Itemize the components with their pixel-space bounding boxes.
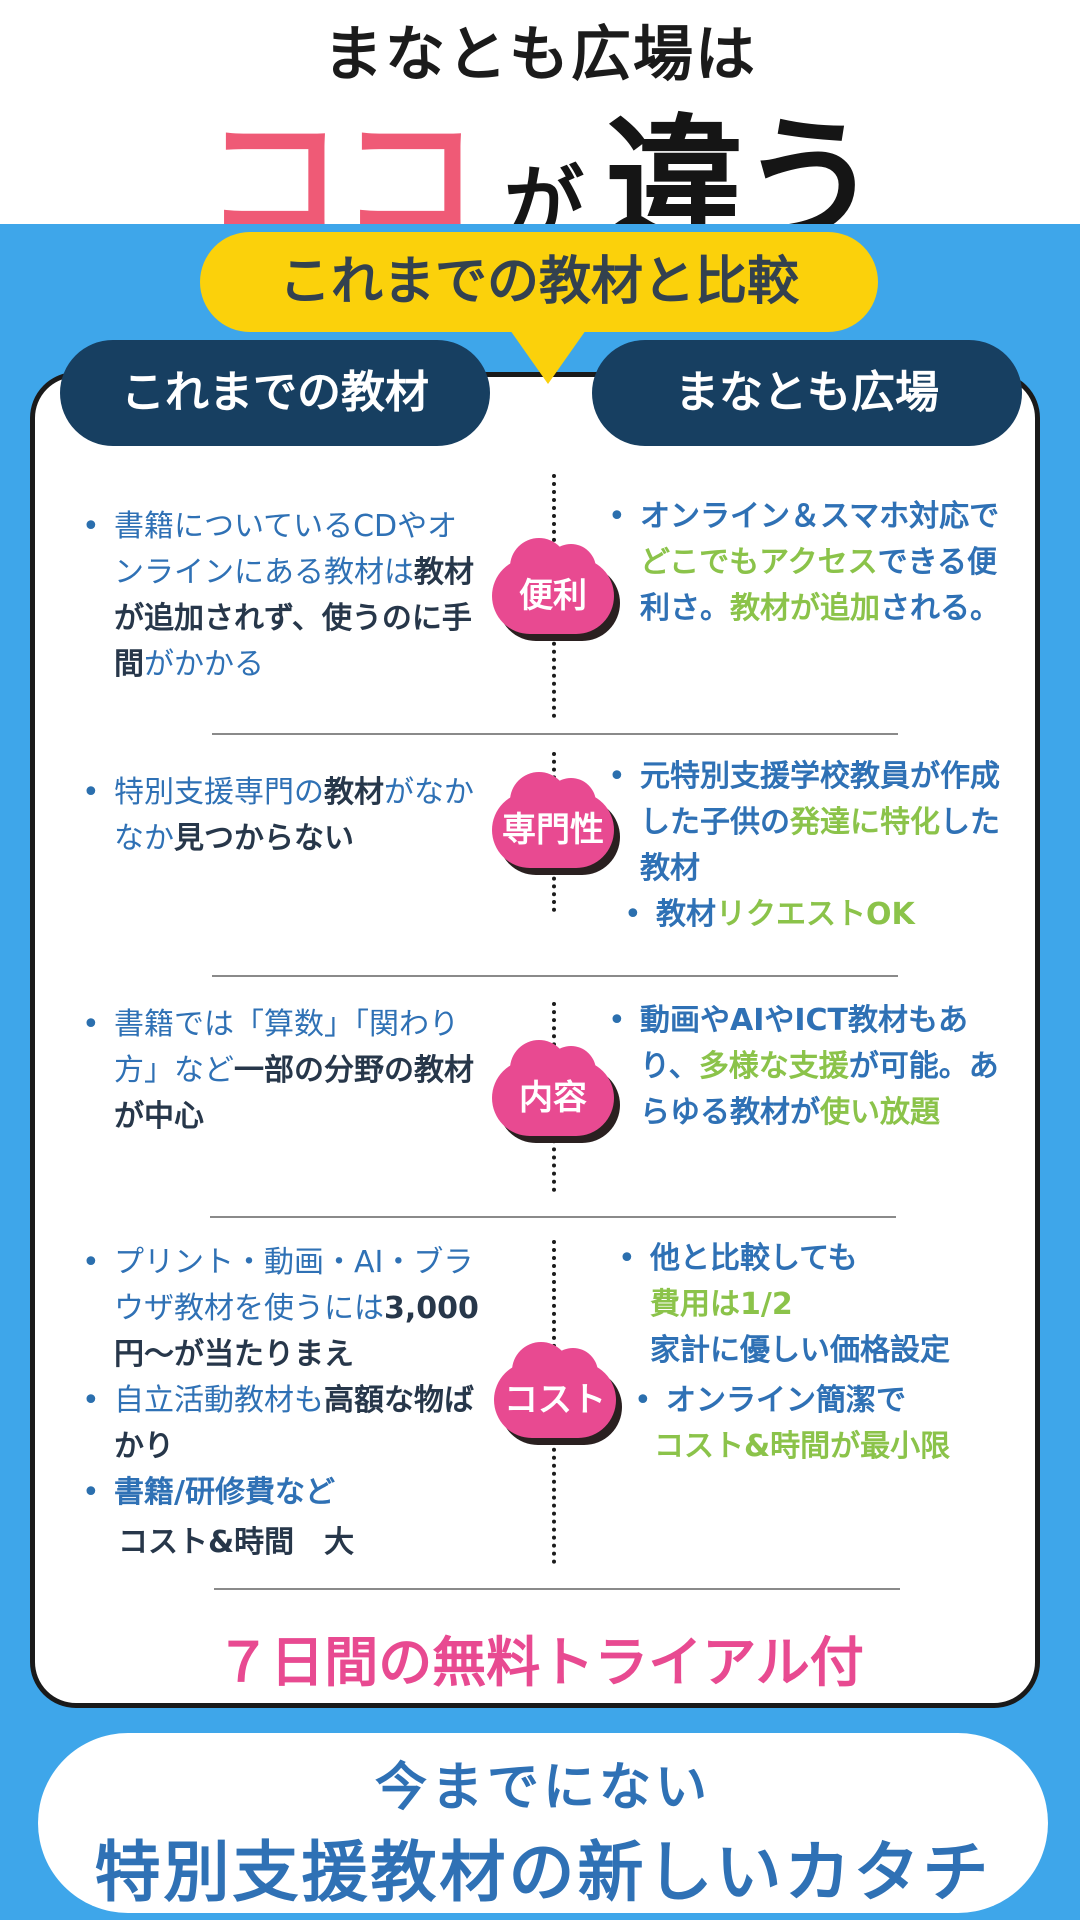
row-label: コスト (504, 1380, 606, 1420)
row-label: 専門性 (502, 810, 604, 850)
column-header-left: これまでの教材 (60, 340, 490, 446)
row-2-left-text: 特別支援専門の教材がなかなか見つからない (82, 770, 482, 862)
badge-cloud: 内容 (492, 1040, 614, 1136)
list-item: オンライン＆スマホ対応でどこでもアクセスできる便利さ。教材が追加される。 (608, 494, 1008, 632)
list-item: 教材リクエストOK (608, 892, 1008, 938)
row-4-left-text: プリント・動画・AI・ブラウザ教材を使うには3,000円〜が当たりまえ 自立活動… (82, 1240, 482, 1566)
free-trial-text: ７日間の無料トライアル付 (216, 1631, 864, 1694)
row-3-right-text: 動画やAIやICT教材もあり、多様な支援が可能。あらゆる教材が使い放題 (608, 998, 1008, 1136)
bottom-pill: 今までにない 特別支援教材の新しいカタチ (38, 1733, 1048, 1913)
bottom-line1: 今までにない (374, 1758, 711, 1818)
list-item: プリント・動画・AI・ブラウザ教材を使うには3,000円〜が当たりまえ (82, 1240, 482, 1378)
compare-pill-pointer (510, 330, 586, 384)
badge-cloud: コスト (494, 1342, 616, 1438)
bottom-line2: 特別支援教材の新しいカタチ (94, 1834, 992, 1911)
row-separator (214, 1588, 900, 1590)
header-line1: まなとも広場は (323, 20, 757, 90)
price-setting-text: 家計に優しい価格設定 (650, 1333, 950, 1368)
list-item: オンライン簡潔で (618, 1378, 1018, 1424)
list-item: 自立活動教材も高額な物ばかり (82, 1378, 482, 1470)
row-separator (210, 1216, 896, 1218)
cost-time-min-text: コスト&時間が最小限 (654, 1429, 951, 1464)
row-4-right-text: 他と比較しても 費用は1/2 家計に優しい価格設定 オンライン簡潔で コスト&時… (618, 1236, 1018, 1470)
list-item: 書籍では「算数」「関わり方」など一部の分野の教材が中心 (82, 1002, 482, 1140)
row-1-left-text: 書籍についているCDやオンラインにある教材は教材が追加されず、使うのに手間がかか… (82, 504, 482, 688)
list-item: 書籍についているCDやオンラインにある教材は教材が追加されず、使うのに手間がかか… (82, 504, 482, 688)
column-header-right: まなとも広場 (592, 340, 1022, 446)
list-item: 動画やAIやICT教材もあり、多様な支援が可能。あらゆる教材が使い放題 (608, 998, 1008, 1136)
row-separator (212, 975, 898, 977)
row-label: 内容 (519, 1078, 587, 1118)
row-1-right-text: オンライン＆スマホ対応でどこでもアクセスできる便利さ。教材が追加される。 (608, 494, 1008, 632)
list-item: 元特別支援学校教員が作成した子供の発達に特化した教材 (608, 754, 1008, 892)
left-tail-text: コスト&時間 大 (118, 1525, 355, 1560)
row-label: 便利 (519, 576, 587, 616)
list-item: 他と比較しても (618, 1236, 1018, 1282)
compare-title-pill: これまでの教材と比較 (200, 232, 878, 332)
page-header: まなとも広場は ココが違う (0, 0, 1080, 265)
badge-cloud: 専門性 (492, 772, 614, 868)
list-item: 書籍/研修費など (82, 1470, 482, 1516)
cost-half-text: 費用は1/2 (650, 1287, 793, 1322)
badge-cloud: 便利 (492, 538, 614, 634)
row-separator (212, 733, 898, 735)
row-2-right-text: 元特別支援学校教員が作成した子供の発達に特化した教材 教材リクエストOK (608, 754, 1008, 938)
list-item: 特別支援専門の教材がなかなか見つからない (82, 770, 482, 862)
row-3-left-text: 書籍では「算数」「関わり方」など一部の分野の教材が中心 (82, 1002, 482, 1140)
